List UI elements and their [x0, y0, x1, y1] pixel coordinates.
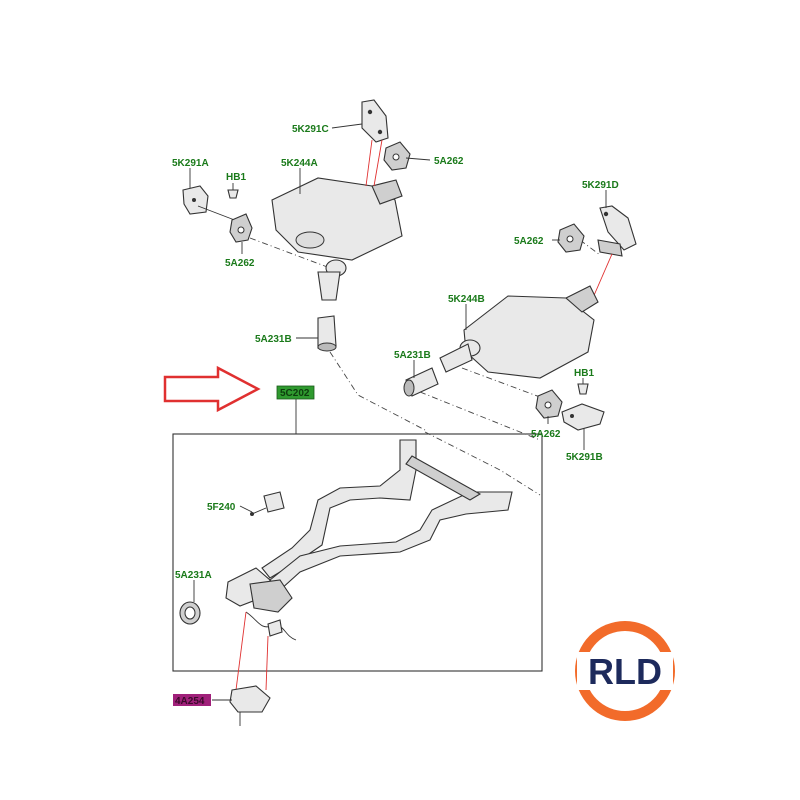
flow-line-right-c — [579, 239, 601, 256]
label-5a262-right: 5A262 — [514, 236, 544, 247]
label-hb1-right: HB1 — [574, 368, 594, 379]
hanger-line-top-a — [365, 139, 373, 187]
assembly-box — [172, 433, 543, 672]
label-5k291a: 5K291A — [172, 158, 209, 169]
sensor-wire — [245, 611, 297, 641]
bracket-4a254 — [229, 685, 271, 726]
rld-logo: RLD — [575, 621, 675, 721]
sensor-line-b — [265, 635, 269, 691]
hanger-line-right — [591, 253, 613, 301]
label-hb1-left: HB1 — [226, 172, 246, 183]
leader-5f240 — [239, 505, 253, 513]
bolt-hb1-left — [227, 183, 239, 199]
hanger-bracket-5k291b — [561, 403, 605, 431]
hanger-line-top-b — [373, 139, 383, 187]
hanger-bracket-5k291c — [361, 99, 389, 143]
label-5a231a: 5A231A — [175, 570, 212, 581]
flow-line-box — [424, 431, 541, 496]
label-5k291b: 5K291B — [566, 452, 603, 463]
logo-band — [577, 652, 673, 690]
label-5a262-top: 5A262 — [434, 156, 464, 167]
logo-text: RLD — [588, 651, 662, 692]
label-4a254: 4A254 — [175, 696, 205, 707]
flow-line-right-a — [419, 391, 541, 441]
rubber-mount-5a262-left — [229, 213, 253, 243]
hanger-bracket-5k291d — [597, 205, 637, 257]
tailpipe-5a231b-left — [317, 315, 337, 352]
muffler-5k244a — [271, 177, 403, 301]
flow-line-left-a — [249, 237, 331, 269]
label-5a262-bottom: 5A262 — [531, 429, 561, 440]
highlight-4a254 — [173, 694, 211, 706]
label-5k244b: 5K244B — [448, 294, 485, 305]
bolt-hb1-right — [577, 378, 589, 395]
sensor-line-a — [235, 611, 247, 691]
label-5f240: 5F240 — [207, 502, 236, 513]
label-5a262-left: 5A262 — [225, 258, 255, 269]
label-5k291c: 5K291C — [292, 124, 329, 135]
label-5a231b-right: 5A231B — [394, 350, 431, 361]
clamp-5f240 — [250, 491, 285, 516]
highlight-5c202 — [276, 385, 315, 400]
flow-line-right-b — [461, 367, 549, 401]
hanger-bracket-5k291a — [182, 185, 246, 225]
flow-line-left-b — [329, 351, 426, 431]
red-arrow-icon — [163, 365, 261, 413]
label-5k244a: 5K244A — [281, 158, 318, 169]
rubber-mount-5a262-right — [557, 223, 585, 253]
rubber-mount-5a262-bottom — [535, 389, 563, 419]
leader-5a262-top — [405, 157, 431, 161]
muffler-5k244b — [439, 285, 599, 379]
label-5k291d: 5K291D — [582, 180, 619, 191]
clamp-5a231a — [179, 601, 201, 625]
label-5a231b-left: 5A231B — [255, 334, 292, 345]
front-pipe-assembly — [225, 439, 513, 613]
leader-5k291c — [331, 123, 363, 129]
rubber-mount-5a262-top — [383, 141, 411, 171]
label-5c202: 5C202 — [280, 388, 310, 399]
tailpipe-5a231b-right — [403, 367, 439, 397]
